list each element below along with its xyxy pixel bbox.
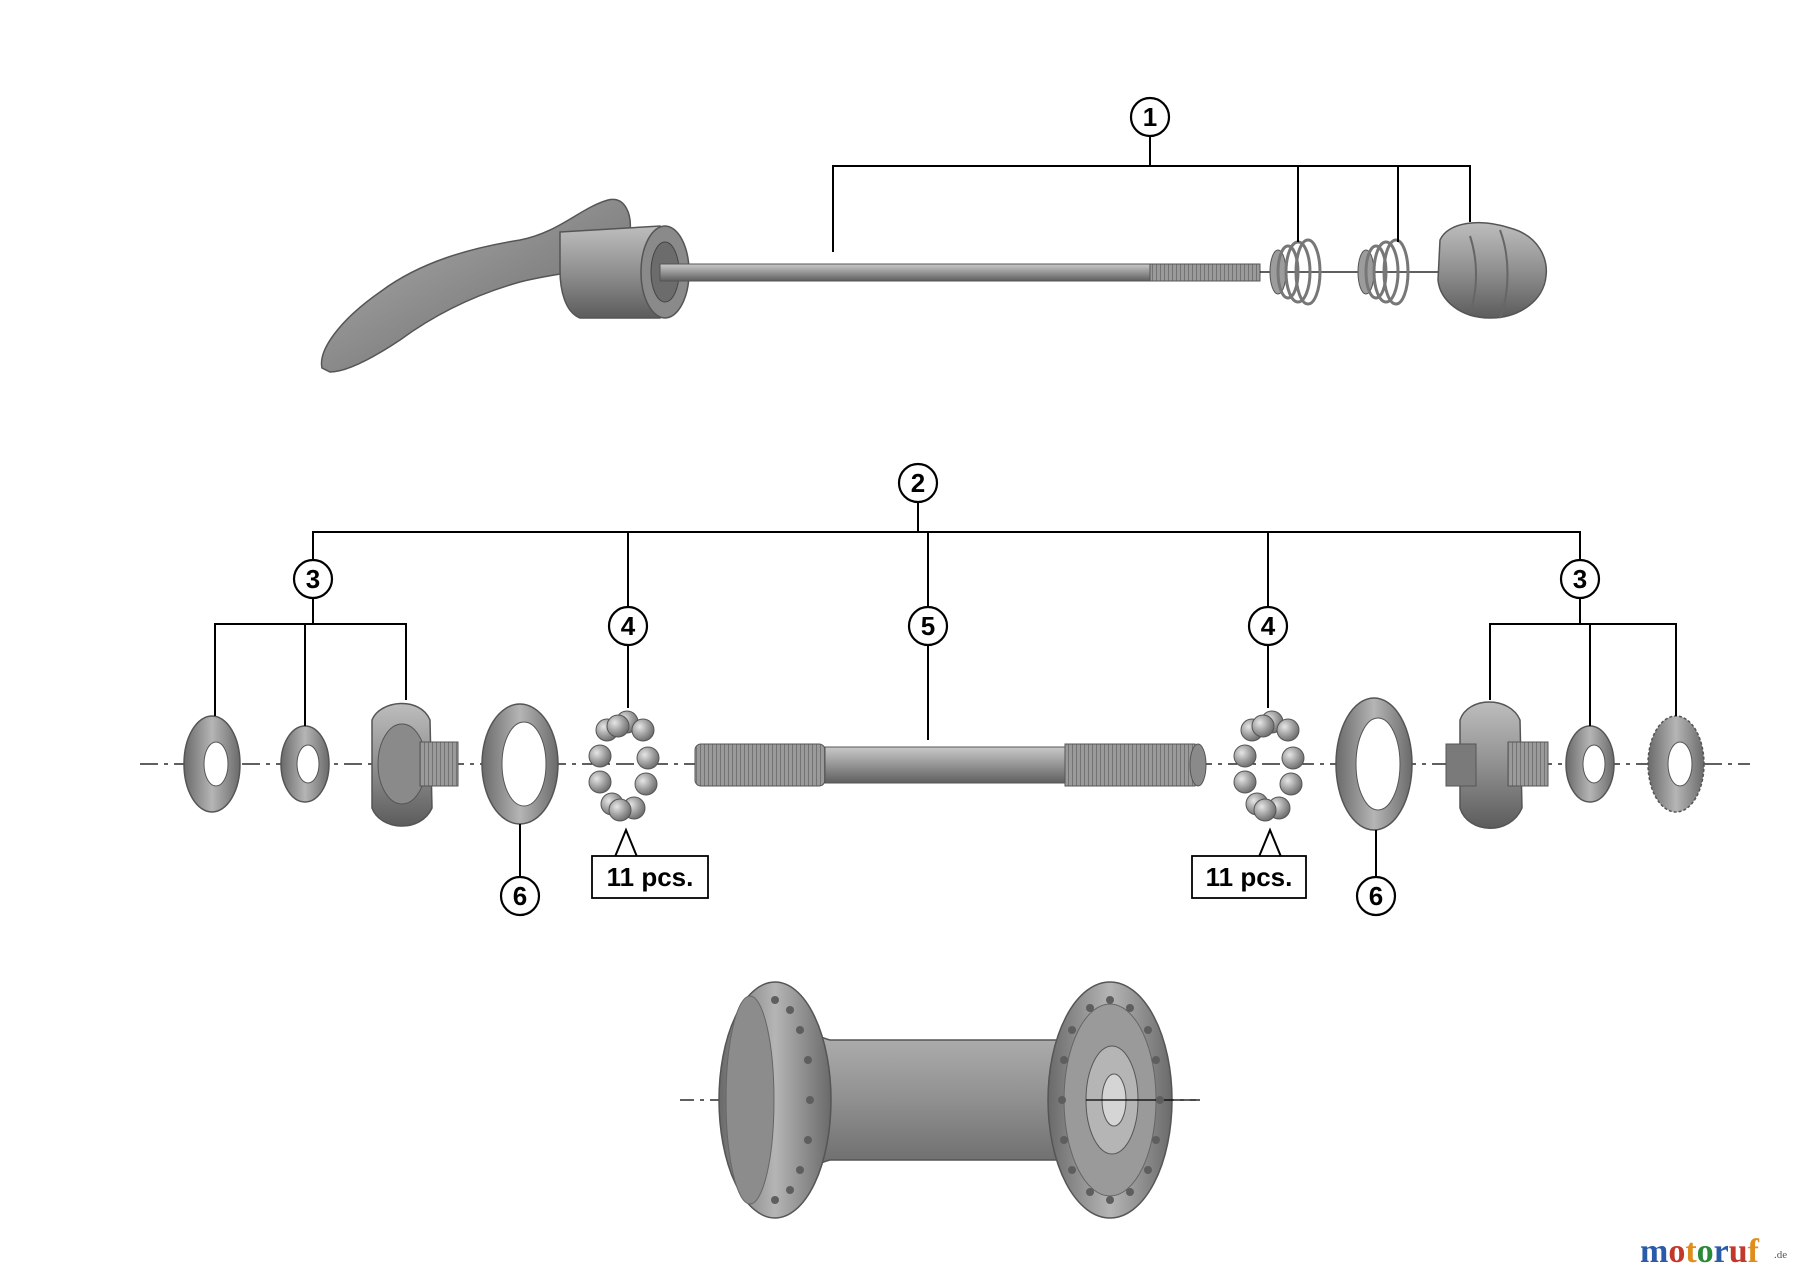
quick-release-skewer — [320, 198, 1548, 373]
cone-right — [1445, 701, 1549, 829]
wm-suffix: .de — [1774, 1249, 1787, 1261]
hub-axle — [694, 743, 1207, 787]
svg-text:3: 3 — [1573, 564, 1587, 594]
dust-cap-right — [1335, 697, 1413, 831]
wm-letter-f: f — [1748, 1233, 1760, 1270]
qr-spring-2 — [1357, 238, 1410, 306]
wm-letter-t: t — [1685, 1233, 1697, 1270]
svg-text:4: 4 — [621, 611, 636, 641]
callout-4-left: 4 — [607, 605, 649, 647]
qr-cam-body — [559, 225, 661, 319]
leader-lines — [214, 136, 1677, 876]
svg-text:1: 1 — [1143, 102, 1157, 132]
callout-6-left: 6 — [499, 875, 541, 917]
svg-text:2: 2 — [911, 468, 925, 498]
svg-text:6: 6 — [1369, 881, 1383, 911]
lock-nut-left — [183, 715, 241, 813]
cone-left — [371, 702, 459, 827]
callout-5: 5 — [907, 605, 949, 647]
dust-cap-left — [481, 703, 559, 825]
wm-letter-r: r — [1714, 1233, 1729, 1270]
ball-retainer-left — [588, 710, 660, 822]
qr-rod — [659, 263, 1151, 282]
callout-6-right: 6 — [1355, 875, 1397, 917]
ball-retainer-right — [1233, 710, 1305, 822]
callout-3-left: 3 — [292, 558, 334, 600]
svg-text:6: 6 — [513, 881, 527, 911]
washer-right — [1565, 725, 1615, 803]
wm-letter-o2: o — [1697, 1233, 1714, 1270]
lock-nut-right — [1647, 715, 1705, 813]
svg-text:11 pcs.: 11 pcs. — [1206, 862, 1293, 892]
callout-1: 1 — [1129, 96, 1171, 138]
svg-text:4: 4 — [1261, 611, 1276, 641]
qr-rod-thread — [1149, 263, 1261, 282]
hub-shell — [680, 981, 1200, 1219]
watermark-logo: motoruf .de — [1640, 1233, 1787, 1270]
callout-2: 2 — [897, 462, 939, 504]
qty-label-left: 11 pcs. — [591, 855, 709, 899]
qr-spring-1 — [1269, 238, 1322, 306]
svg-text:motoruf: motoruf — [1640, 1233, 1760, 1270]
washer-left — [280, 725, 330, 803]
qty-label-right: 11 pcs. — [1191, 855, 1307, 899]
wm-letter-u: u — [1729, 1233, 1748, 1270]
wm-letter-o1: o — [1668, 1233, 1685, 1270]
svg-text:5: 5 — [921, 611, 935, 641]
qr-lever — [320, 198, 632, 373]
qr-adjusting-nut — [1437, 221, 1548, 319]
svg-text:3: 3 — [306, 564, 320, 594]
svg-text:11 pcs.: 11 pcs. — [607, 862, 694, 892]
wm-letter-m: m — [1640, 1233, 1668, 1270]
callout-4-right: 4 — [1247, 605, 1289, 647]
callout-3-right: 3 — [1559, 558, 1601, 600]
